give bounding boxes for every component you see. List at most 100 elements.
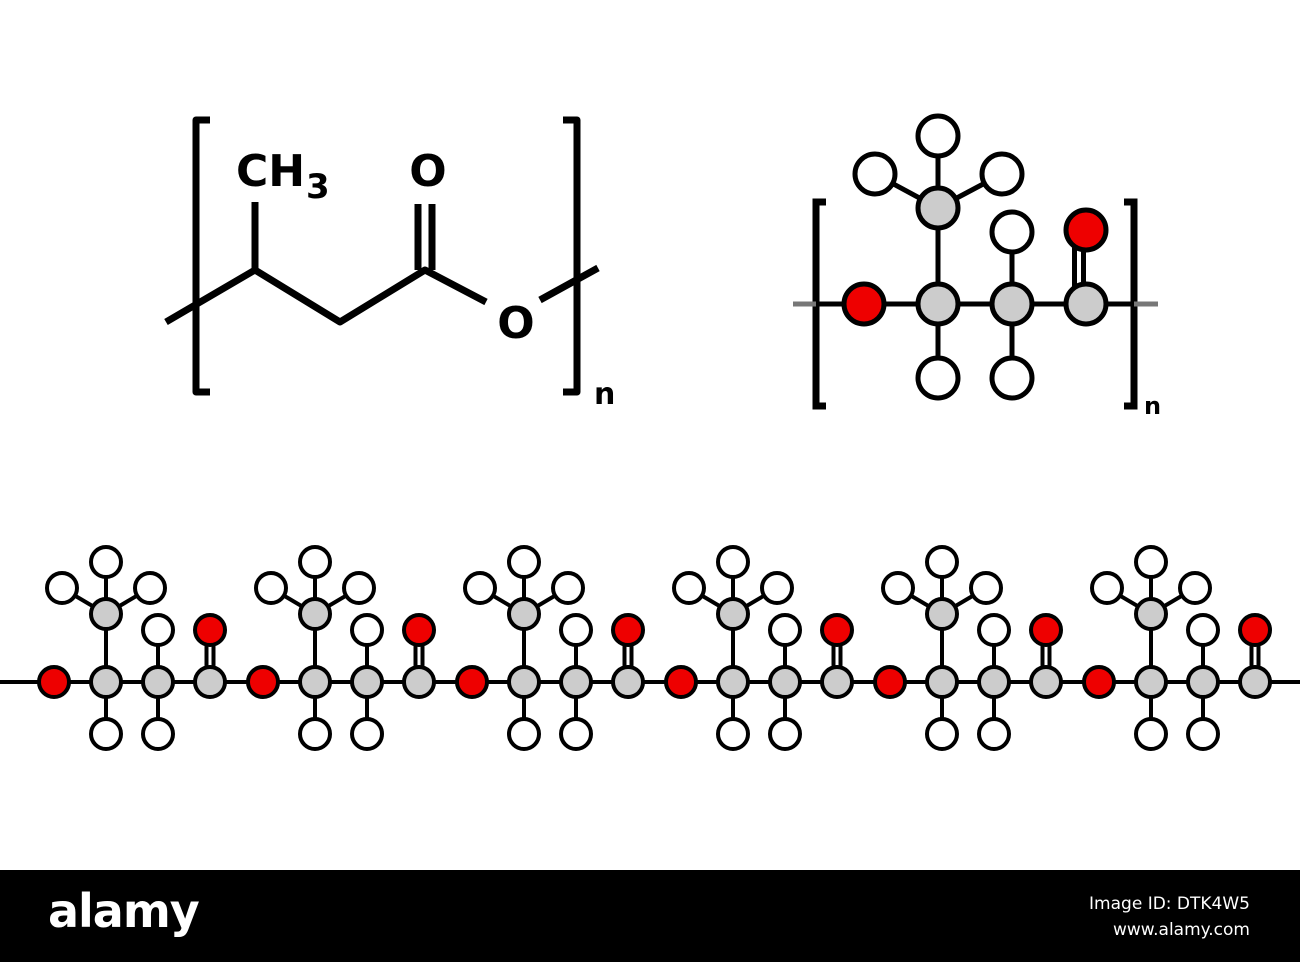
chain-carbonyl-carbon-atom	[1238, 665, 1272, 699]
chain-hydrogen-atom	[1178, 571, 1212, 605]
chain-hydrogen-atom	[45, 571, 79, 605]
chain-carbonyl-oxygen-atom	[1238, 613, 1272, 647]
chain-hydrogen-atom	[141, 717, 175, 751]
chain-carbonyl-oxygen-atom	[1029, 613, 1063, 647]
site-url: www.alamy.com	[1112, 920, 1250, 940]
ester-oxygen-label: O	[497, 298, 534, 349]
chain-hydrogen-atom	[507, 545, 541, 579]
chain-hydrogen-atom	[298, 717, 332, 751]
chain-hydrogen-atom	[977, 717, 1011, 751]
image-id-text: Image ID: DTK4W5	[1089, 894, 1250, 914]
chain-carbonyl-carbon-atom	[1029, 665, 1063, 699]
chain-carbon-atom	[768, 665, 802, 699]
chain-carbonyl-oxygen-atom	[820, 613, 854, 647]
chain-ester-oxygen-atom	[1082, 665, 1116, 699]
chain-hydrogen-atom	[559, 613, 593, 647]
chain-hydrogen-atom	[559, 717, 593, 751]
chain-methyl-carbon-atom	[925, 597, 959, 631]
carbonyl-carbon-atom	[1063, 281, 1109, 327]
chain-carbonyl-carbon-atom	[611, 665, 645, 699]
chain-carbon-atom	[925, 665, 959, 699]
chain-hydrogen-atom	[881, 571, 915, 605]
chain-hydrogen-atom	[925, 717, 959, 751]
left-bracket	[192, 116, 210, 396]
chain-carbonyl-oxygen-atom	[402, 613, 436, 647]
backbone-bond	[164, 266, 488, 326]
chain-hydrogen-atom	[969, 571, 1003, 605]
hydrogen-atom	[915, 355, 961, 401]
chain-hydrogen-atom	[298, 545, 332, 579]
structural-formula	[164, 116, 600, 396]
chain-methyl-carbon-atom	[507, 597, 541, 631]
polymer-chain	[0, 545, 1300, 751]
chain-carbon-atom	[716, 665, 750, 699]
chain-carbonyl-oxygen-atom	[193, 613, 227, 647]
chain-hydrogen-atom	[1186, 717, 1220, 751]
chain-hydrogen-atom	[1186, 613, 1220, 647]
chain-carbon-atom	[141, 665, 175, 699]
diagram-area: CH 3 O O n	[0, 113, 1300, 751]
brand-logo: alamy	[48, 884, 200, 938]
chain-hydrogen-atom	[925, 545, 959, 579]
chain-methyl-carbon-atom	[716, 597, 750, 631]
chain-hydrogen-atom	[768, 613, 802, 647]
chain-ester-oxygen-atom	[37, 665, 71, 699]
chain-hydrogen-atom	[1134, 545, 1168, 579]
methyl-subscript: 3	[306, 167, 330, 207]
chain-ester-oxygen-atom	[246, 665, 280, 699]
chain-carbon-atom	[1134, 665, 1168, 699]
repeat-subscript-n: n	[594, 377, 615, 412]
chain-carbonyl-oxygen-atom	[611, 613, 645, 647]
ester-oxygen-atom	[841, 281, 887, 327]
monomer-repeat-subscript-n: n	[1144, 392, 1161, 420]
chain-hydrogen-atom	[551, 571, 585, 605]
chain-hydrogen-atom	[507, 717, 541, 751]
chain-hydrogen-atom	[716, 545, 750, 579]
footer-bar: alamy Image ID: DTK4W5 www.alamy.com	[0, 870, 1300, 962]
chain-hydrogen-atom	[977, 613, 1011, 647]
chain-hydrogen-atom	[133, 571, 167, 605]
chain-methyl-carbon-atom	[298, 597, 332, 631]
ball-stick-monomer: n	[793, 113, 1161, 420]
chain-hydrogen-atom	[672, 571, 706, 605]
chain-hydrogen-atom	[350, 613, 384, 647]
right-bracket	[563, 116, 581, 396]
chain-carbon-atom	[1186, 665, 1220, 699]
chain-carbon-atom	[350, 665, 384, 699]
backbone-carbon-atom	[915, 281, 961, 327]
hydrogen-atom	[979, 151, 1025, 197]
chain-carbon-atom	[507, 665, 541, 699]
chain-methyl-carbon-atom	[1134, 597, 1168, 631]
methyl-carbon-atom	[915, 185, 961, 231]
chain-carbonyl-carbon-atom	[402, 665, 436, 699]
chain-hydrogen-atom	[463, 571, 497, 605]
chain-carbonyl-carbon-atom	[820, 665, 854, 699]
chain-ester-oxygen-atom	[664, 665, 698, 699]
chain-hydrogen-atom	[342, 571, 376, 605]
chain-carbon-atom	[298, 665, 332, 699]
chain-hydrogen-atom	[760, 571, 794, 605]
chain-hydrogen-atom	[716, 717, 750, 751]
chain-hydrogen-atom	[89, 717, 123, 751]
carbonyl-oxygen-atom	[1063, 207, 1109, 253]
chain-hydrogen-atom	[254, 571, 288, 605]
hydrogen-atom	[989, 209, 1035, 255]
chain-hydrogen-atom	[141, 613, 175, 647]
chain-ester-oxygen-atom	[455, 665, 489, 699]
methylene-carbon-atom	[989, 281, 1035, 327]
chain-methyl-carbon-atom	[89, 597, 123, 631]
chain-hydrogen-atom	[1134, 717, 1168, 751]
chain-carbonyl-carbon-atom	[193, 665, 227, 699]
hydrogen-atom	[915, 113, 961, 159]
chain-hydrogen-atom	[1090, 571, 1124, 605]
hydrogen-atom	[989, 355, 1035, 401]
methyl-label: CH	[236, 146, 305, 197]
chain-hydrogen-atom	[350, 717, 384, 751]
hydrogen-atom	[852, 151, 898, 197]
carbonyl-oxygen-label: O	[409, 146, 446, 197]
chain-carbon-atom	[89, 665, 123, 699]
chain-carbon-atom	[977, 665, 1011, 699]
chain-ester-oxygen-atom	[873, 665, 907, 699]
chain-carbon-atom	[559, 665, 593, 699]
chain-hydrogen-atom	[768, 717, 802, 751]
